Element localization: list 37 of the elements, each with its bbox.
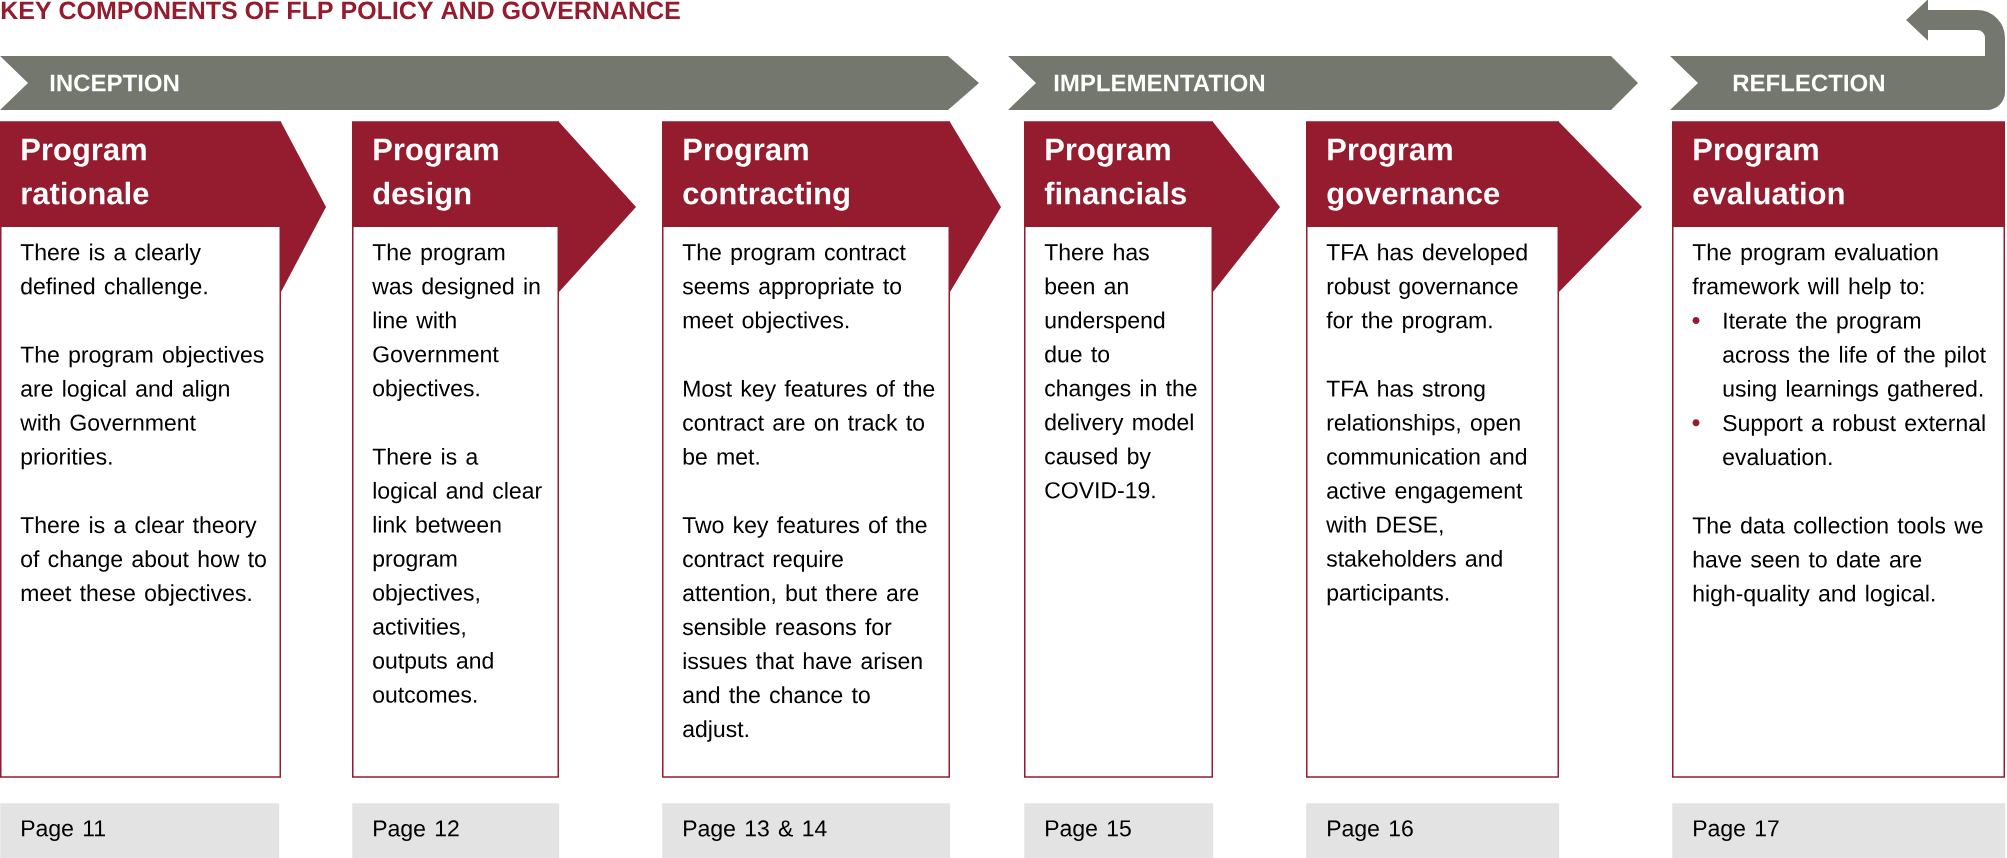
page-reference: Page 13 & 14 — [662, 803, 951, 858]
card-title: Program governance — [1327, 138, 1500, 211]
page-reference: Page 16 — [1306, 803, 1560, 858]
card-text: TFA has developed robust governance for the program. — [1326, 243, 1527, 333]
page-reference: Page 17 — [1672, 803, 2006, 858]
card — [1306, 121, 1642, 778]
card — [1024, 121, 1280, 778]
page-reference: Page 12 — [352, 803, 560, 858]
card-text: There is a clear theory of change about how to meet these objectives. — [20, 516, 266, 606]
card — [0, 121, 326, 778]
bullet-item: Support a robust external evaluation. — [1692, 414, 1985, 466]
card-title: Program evaluation — [1693, 138, 1844, 205]
bullet-item: Iterate the program across the life of the pilot using learnings gathered. — [1692, 311, 1986, 402]
phase-banner: INCEPTION — [0, 56, 979, 110]
title: KEY COMPONENTS OF FLP POLICY AND GOVERNANCE — [1, 1, 680, 20]
card-text: There is a logical and clear link between program objectives, activities, outputs and outcomes. — [372, 447, 542, 703]
card-text: There has been an underspend due to changes in the delivery model caused by COVID-19. — [1044, 243, 1197, 499]
card — [662, 121, 1001, 778]
phase-banner: IMPLEMENTATION — [1008, 56, 1638, 110]
card-text: The program evaluation framework will help to: — [1692, 243, 1938, 299]
card-text: There is a clearly defined challenge. — [20, 243, 207, 299]
card-text: The program contract seems appropriate to meet objectives. — [682, 243, 906, 333]
page-reference: Page 15 — [1024, 803, 1214, 858]
card-title: Program design — [373, 138, 498, 211]
card — [352, 121, 636, 778]
card-text: The data collection tools we have seen to date are high-quality and logical. — [1692, 516, 1983, 607]
card-title: Program rationale — [22, 138, 149, 205]
phase-banner: REFLECTION — [1670, 56, 2005, 110]
card-text: Two key features of the contract require attention, but there are sensible reasons for issues that have arisen and the chance to adjust. — [682, 516, 927, 742]
card-text: The program was designed in line with Government objectives. — [372, 243, 540, 401]
card-text: Most key features of the contract are on track to be met. — [683, 379, 935, 465]
card-text: TFA has strong relationships, open communication and active engagement with DESE, stakeholders and participants. — [1326, 379, 1527, 606]
card-title: Program contracting — [683, 138, 849, 211]
page-reference: Page 11 — [0, 803, 280, 858]
card-text: The program objectives are logical and align with Government priorities. — [20, 345, 264, 470]
card — [1672, 121, 2005, 778]
card-title: Program financials — [1044, 138, 1186, 205]
